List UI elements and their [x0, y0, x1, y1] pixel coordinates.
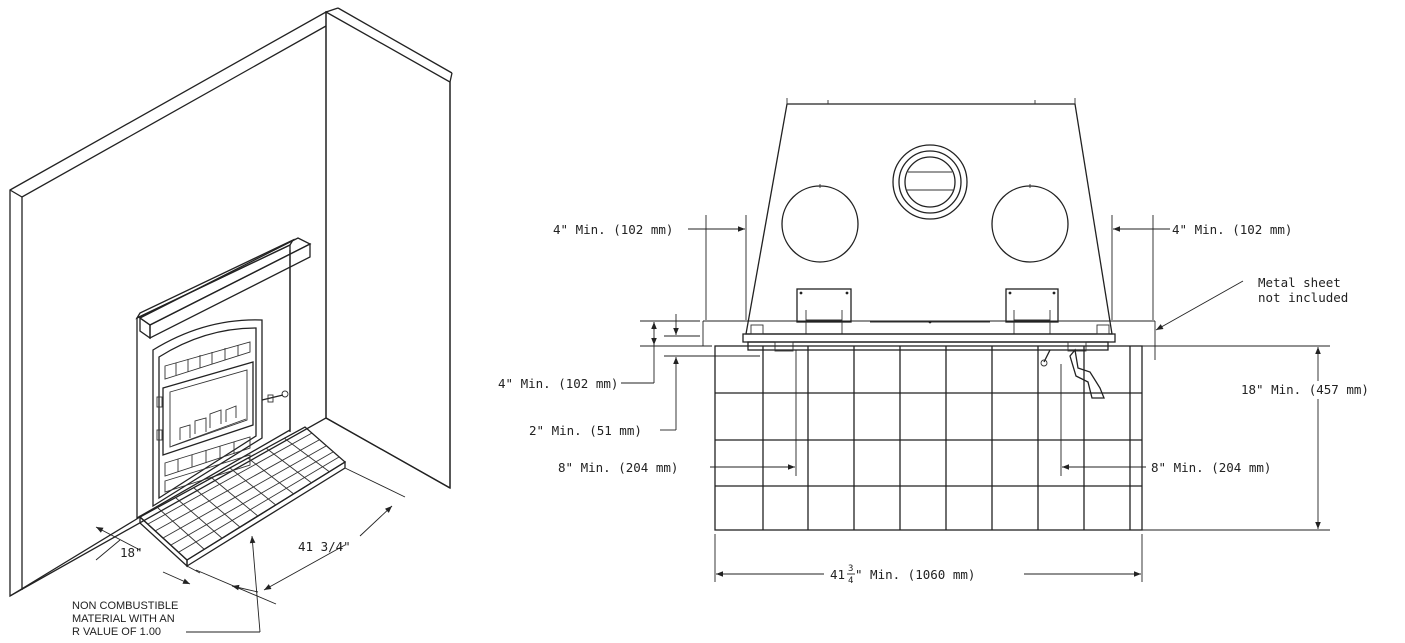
material-note-line-2: MATERIAL WITH AN	[72, 613, 175, 625]
hearth-width-whole: 41	[830, 567, 845, 582]
width-dimension-label: 41 3/4"	[298, 539, 351, 554]
stove-handle	[261, 390, 289, 403]
left-air-port	[781, 185, 859, 263]
side-wall	[325, 7, 453, 490]
flue-collar-outer	[892, 144, 968, 220]
metal-sheet-note: Metal sheet not included	[1155, 275, 1348, 331]
material-note-line-1: NON COMBUSTIBLE	[72, 600, 178, 612]
front-clearance-4-label: 4" Min. (102 mm)	[498, 376, 618, 391]
hearth-width-rest: " Min. (1060 mm)	[855, 567, 975, 582]
hearth-tiles	[714, 345, 1143, 531]
depth-dimension: 18"	[95, 526, 201, 585]
fireplace-surround	[135, 237, 312, 520]
stove	[152, 319, 289, 508]
left-bracket	[796, 288, 852, 323]
hearth-width-numerator: 3	[848, 564, 853, 574]
side-clearance-left-label: 4" Min. (102 mm)	[553, 222, 673, 237]
hearth-width-denominator: 4	[848, 576, 853, 586]
side-8-right: 8" Min. (204 mm)	[1060, 364, 1271, 476]
isometric-view: 18" 41 3/4" NON COMBUSTIBLE MATERIAL WIT…	[9, 7, 453, 638]
right-air-port	[991, 185, 1069, 263]
side-8-left: 8" Min. (204 mm)	[558, 350, 797, 476]
front-clearance-2: 2" Min. (51 mm)	[529, 314, 760, 438]
depth-dimension-label: 18"	[120, 545, 143, 560]
side-clearance-right: 4" Min. (102 mm)	[1111, 215, 1292, 320]
side-clearance-left: 4" Min. (102 mm)	[553, 215, 747, 320]
side-8-right-label: 8" Min. (204 mm)	[1151, 460, 1271, 475]
side-8-left-label: 8" Min. (204 mm)	[558, 460, 678, 475]
material-note-line-3: R VALUE OF 1.00	[72, 626, 161, 638]
depth-18-label: 18" Min. (457 mm)	[1241, 382, 1369, 397]
side-clearance-right-label: 4" Min. (102 mm)	[1172, 222, 1292, 237]
depth-18: 18" Min. (457 mm)	[1142, 345, 1398, 531]
metal-sheet-note-line-1: Metal sheet	[1258, 275, 1341, 290]
width-dimension: 41 3/4"	[195, 467, 406, 605]
metal-sheet-note-line-2: not included	[1258, 290, 1348, 305]
stove-body	[742, 98, 1116, 399]
front-clearance-4: 4" Min. (102 mm)	[498, 320, 712, 391]
damper-lever	[1040, 348, 1105, 399]
metal-sheet	[702, 320, 1156, 360]
hearth-width: 41 3 4 " Min. (1060 mm)	[714, 534, 1143, 586]
material-note: NON COMBUSTIBLE MATERIAL WITH AN R VALUE…	[72, 535, 261, 638]
right-bracket	[1005, 288, 1059, 323]
front-clearance-2-label: 2" Min. (51 mm)	[529, 423, 642, 438]
floor-line	[9, 516, 141, 597]
front-view: 4" Min. (102 mm) 4" Min. (102 mm) Metal …	[498, 98, 1398, 586]
